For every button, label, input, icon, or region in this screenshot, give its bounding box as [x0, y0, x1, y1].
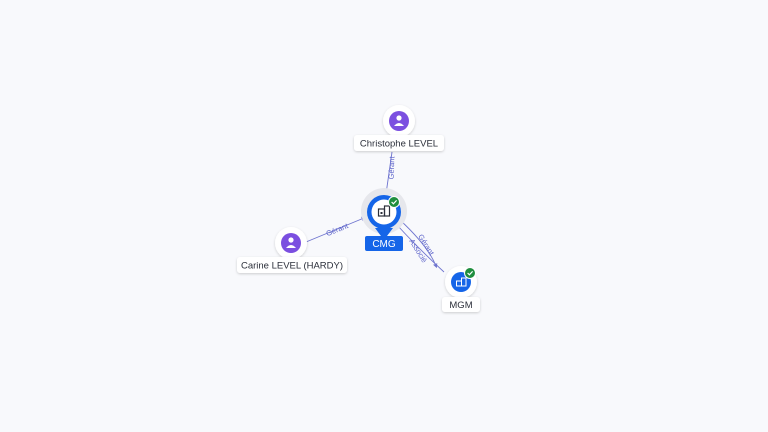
- check-badge-icon: [464, 267, 476, 279]
- edge-christophe-center: Gérant: [384, 151, 397, 197]
- edge-center-mgm: Gérant Associé: [397, 219, 445, 273]
- node-label-carine: Carine LEVEL (HARDY): [241, 261, 343, 272]
- person-icon: [286, 237, 296, 248]
- node-label-mgm: MGM: [449, 300, 472, 311]
- node-label-christophe: Christophe LEVEL: [360, 139, 438, 150]
- node-christophe-level[interactable]: Christophe LEVEL: [354, 105, 444, 151]
- building-icon: [377, 205, 391, 217]
- node-mgm[interactable]: MGM: [442, 266, 480, 312]
- person-icon: [394, 115, 404, 126]
- edge-label-christophe-gerant: Gérant: [387, 155, 397, 179]
- edge-carine-center: Gérant: [305, 216, 367, 243]
- node-carine-level-hardy[interactable]: Carine LEVEL (HARDY): [237, 227, 347, 273]
- building-icon: [456, 277, 467, 287]
- node-cmg[interactable]: CMG: [361, 188, 407, 251]
- node-label-cmg: CMG: [372, 239, 396, 250]
- edge-label-carine-gerant: Gérant: [325, 221, 350, 238]
- check-badge-icon: [388, 196, 400, 208]
